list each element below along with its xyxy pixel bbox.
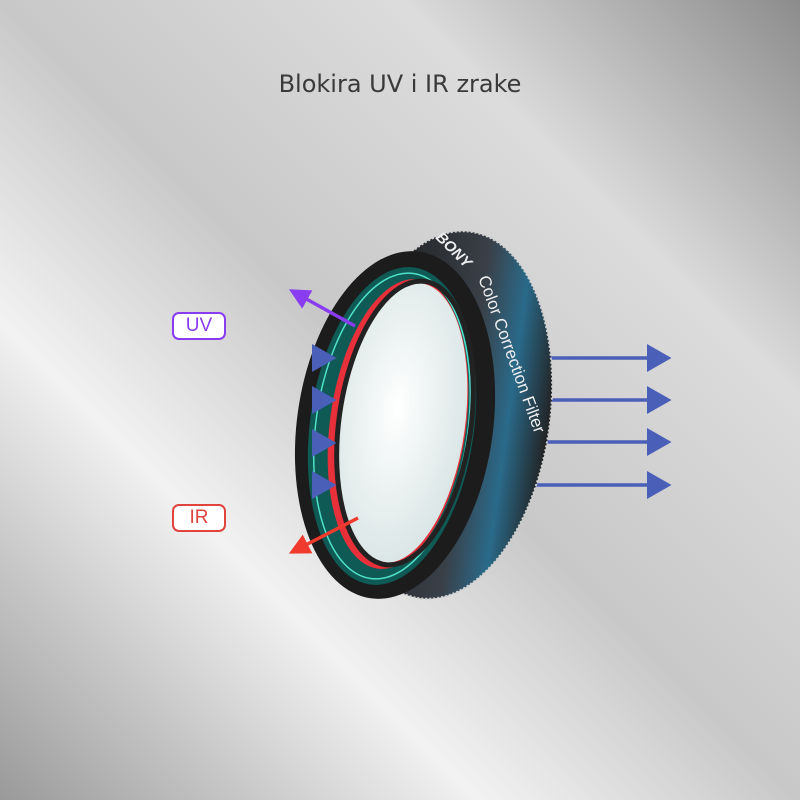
ir-label: IR — [172, 504, 226, 532]
uv-reflected-arrow — [288, 289, 356, 328]
page-title: Blokira UV i IR zrake — [278, 70, 522, 98]
incoming-arrows — [90, 289, 359, 554]
color-correction-filter: Color Correction Filter BONY — [294, 229, 554, 600]
ir-reflected-arrow — [288, 516, 359, 554]
uv-label: UV — [172, 312, 226, 340]
